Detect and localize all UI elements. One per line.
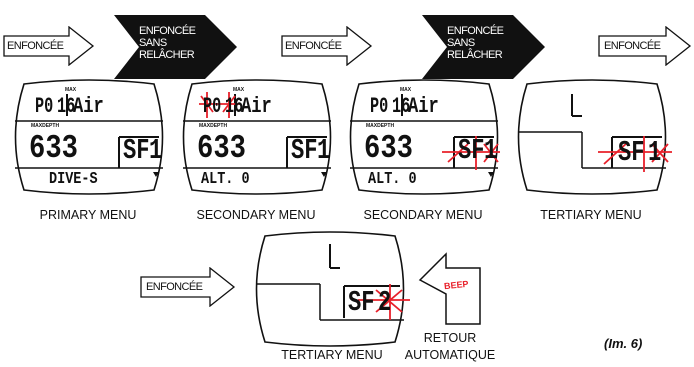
mode-readout: Air <box>408 93 439 119</box>
figure-label: (Im. 6) <box>604 336 643 351</box>
pressed-arrow-label: ENFONCÉE <box>604 40 661 52</box>
depth-mode-readout: 16 <box>225 93 244 119</box>
caption-return-line1: RETOUR <box>423 331 477 345</box>
auto-return-icon: BEEP <box>418 250 484 330</box>
caption-tertiary-menu-2: TERTIARY MENU <box>281 348 383 362</box>
maxdepth-label: MAXDEPTH <box>31 123 60 129</box>
max-depth-readout: 633 <box>197 128 246 168</box>
watch-screen-secondary-2: MAX P0 16 Air MAXDEPTH 633 SF 1 ALT. 0 <box>344 79 504 195</box>
held-arrow-label-1: ENFONCÉE <box>447 25 504 37</box>
mode-readout: Air <box>241 93 272 119</box>
sf-value: 2 <box>378 285 392 319</box>
sf-value: 1 <box>484 133 498 167</box>
watch-screen-tertiary-1: SF 1 <box>512 79 672 195</box>
sf-value: 1 <box>317 133 331 167</box>
held-arrow-label-2: SANS <box>139 37 167 49</box>
held-arrow-label-3: RELÂCHER <box>139 49 195 61</box>
pressed-arrow-1: ENFONCÉE <box>3 26 95 66</box>
menu-item-readout: DIVE-S <box>49 169 98 189</box>
held-arrow-1: ENFONCÉE SANS RELÂCHER <box>113 14 238 80</box>
gas-mix-readout: P0 <box>203 93 222 119</box>
max-label: MAX <box>233 87 245 93</box>
gas-mix-readout: P0 <box>370 93 389 119</box>
depth-mode-readout: 16 <box>57 93 76 119</box>
held-arrow-label-3: RELÂCHER <box>447 49 503 61</box>
mode-readout: Air <box>73 93 104 119</box>
pressed-arrow-label: ENFONCÉE <box>285 40 342 52</box>
caption-secondary-menu-2: SECONDARY MENU <box>363 208 483 222</box>
sf-label: SF <box>348 285 375 319</box>
menu-item-readout: ALT. 0 <box>201 169 250 189</box>
held-arrow-label-2: SANS <box>447 37 475 49</box>
max-depth-readout: 633 <box>364 128 413 168</box>
depth-mode-readout: 16 <box>392 93 411 119</box>
max-depth-readout: 633 <box>29 128 78 168</box>
maxdepth-label: MAXDEPTH <box>199 123 228 129</box>
held-arrow-2: ENFONCÉE SANS RELÂCHER <box>421 14 546 80</box>
pressed-arrow-3: ENFONCÉE <box>598 26 692 66</box>
max-label: MAX <box>400 87 412 93</box>
caption-secondary-menu-1: SECONDARY MENU <box>196 208 316 222</box>
max-label: MAX <box>65 87 77 93</box>
pressed-arrow-label: ENFONCÉE <box>146 281 203 293</box>
gas-mix-readout: P0 <box>35 93 54 119</box>
watch-screen-tertiary-2: SF 2 <box>250 231 410 347</box>
sf-label: SF <box>458 133 485 167</box>
sf-value: 1 <box>648 135 662 169</box>
caption-return-line2: AUTOMATIQUE <box>404 348 496 362</box>
sf-value: 1 <box>149 133 163 167</box>
sf-label: SF <box>618 135 645 169</box>
watch-screen-primary: MAX P0 16 Air MAXDEPTH 633 SF 1 DIVE-S <box>9 79 169 195</box>
menu-item-readout: ALT. 0 <box>368 169 417 189</box>
sf-label: SF <box>291 133 318 167</box>
held-arrow-label-1: ENFONCÉE <box>139 25 196 37</box>
caption-primary-menu: PRIMARY MENU <box>39 208 137 222</box>
pressed-arrow-4: ENFONCÉE <box>140 267 236 307</box>
sf-label: SF <box>123 133 150 167</box>
watch-screen-secondary-1: MAX P0 16 Air MAXDEPTH 633 SF 1 ALT. 0 <box>177 79 337 195</box>
caption-tertiary-menu-1: TERTIARY MENU <box>540 208 642 222</box>
pressed-arrow-2: ENFONCÉE <box>281 26 373 66</box>
pressed-arrow-label: ENFONCÉE <box>7 40 64 52</box>
maxdepth-label: MAXDEPTH <box>366 123 395 129</box>
